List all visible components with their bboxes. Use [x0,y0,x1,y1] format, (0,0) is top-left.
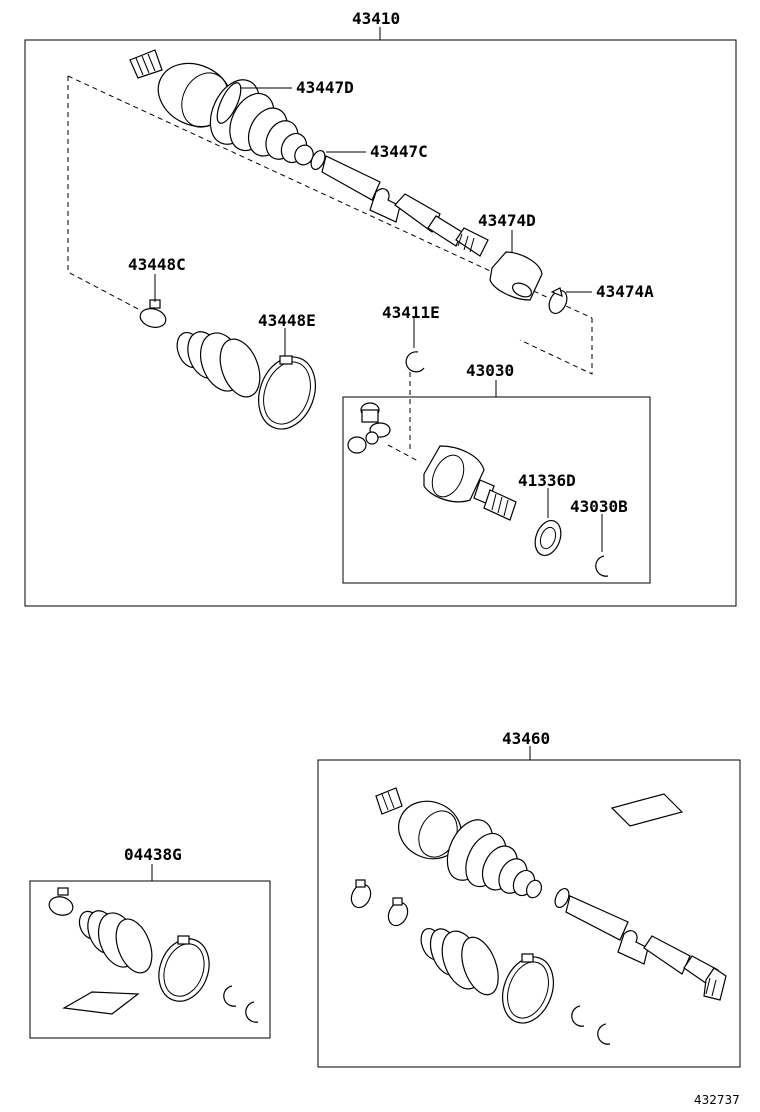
band-43448E [258,356,316,430]
label-04438G: 04438G [124,845,182,864]
label-43030: 43030 [466,361,514,380]
grease-pack [62,991,140,1015]
damper-43474D [489,251,543,301]
figure-id: 432737 [694,1093,740,1107]
inboard-joint-housing [423,445,517,521]
label-43410: 43410 [352,9,400,28]
label-43447C: 43447C [370,142,428,161]
assembly-43030: 43030 [342,361,651,584]
assembly-04438G-frame [29,880,271,1039]
tripod-joint [347,402,391,454]
label-43411E: 43411E [382,303,440,322]
snap-ring-43030B [595,555,609,577]
label-43474A: 43474A [596,282,654,301]
label-41336D: 41336D [518,471,576,490]
label-43448E: 43448E [258,311,316,330]
grease-pack-lh [610,793,684,827]
drive-shaft-43460 [375,787,727,1001]
label-43447D: 43447D [296,78,354,97]
label-43474D: 43474D [478,211,536,230]
assembly-43410: 43410 [24,9,737,607]
assembly-43410-frame [24,39,737,607]
clamp-43448C [139,308,167,328]
drive-shaft-43410 [129,49,489,257]
label-43460: 43460 [502,729,550,748]
assembly-43460-frame [317,759,741,1068]
snap-ring-43411E [405,351,425,373]
boot-43448E [176,331,261,398]
label-43030B: 43030B [570,497,628,516]
assembly-43030-frame [342,396,651,584]
clamp-43447D [216,82,242,124]
label-43448C: 43448C [128,255,186,274]
assembly-04438G: 04438G [29,845,271,1039]
seal-41336D [534,519,562,557]
boot-kit-boot [78,910,153,974]
boot-43460 [420,927,499,996]
assembly-43460: 43460 [317,729,741,1068]
